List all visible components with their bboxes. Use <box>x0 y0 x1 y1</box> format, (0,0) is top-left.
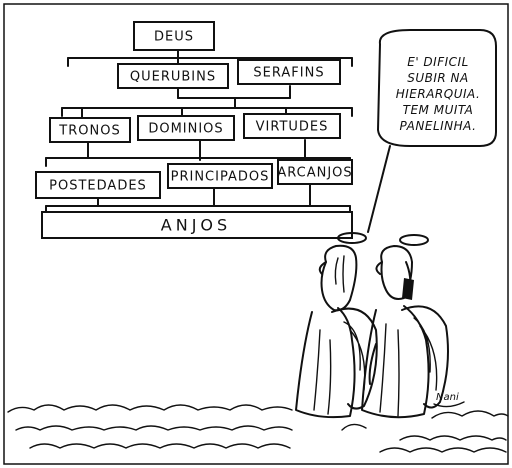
cloud-right <box>379 435 507 453</box>
box-principados <box>167 163 273 189</box>
cloud-floor <box>7 404 509 449</box>
box-serafins <box>237 59 341 85</box>
box-virtudes <box>243 113 341 139</box>
speech-line-2: SUBIR NA <box>407 71 469 85</box>
halo-right-icon <box>399 234 429 246</box>
angel-right <box>361 234 449 419</box>
halo-left-icon <box>337 232 367 244</box>
label-arcanjos: ARCANJOS <box>277 166 352 181</box>
label-anjos: ANJOS <box>161 216 231 235</box>
box-arcanjos <box>277 159 353 185</box>
label-virtudes: VIRTUDES <box>256 120 329 135</box>
signature-underline <box>433 401 465 408</box>
speech-line-5: PANELINHA. <box>400 119 477 133</box>
speech-line-1: E' DIFICIL <box>407 55 469 69</box>
label-querubins: QUERUBINS <box>130 70 216 85</box>
speech-bubble-tail <box>367 145 391 233</box>
speech-bubble <box>377 29 497 147</box>
ponytail-icon <box>402 278 414 300</box>
label-serafins: SERAFINS <box>253 66 324 81</box>
speech-text: E' DIFICIL SUBIR NA HIERARQUIA. TEM MUIT… <box>396 55 481 133</box>
label-deus: DEUS <box>154 30 194 45</box>
speech-line-4: TEM MUITA <box>403 103 474 117</box>
box-anjos <box>41 211 353 239</box>
label-principados: PRINCIPADOS <box>171 170 270 185</box>
box-tronos <box>49 117 131 143</box>
speech-line-3: HIERARQUIA. <box>396 87 481 101</box>
frame-border <box>3 3 509 465</box>
label-postedades: POSTEDADES <box>49 179 147 194</box>
box-dominios <box>137 115 235 141</box>
box-deus <box>133 21 215 51</box>
box-postedades <box>35 171 161 199</box>
angel-left <box>295 232 378 419</box>
signature: Nani <box>436 392 459 403</box>
label-dominios: DOMINIOS <box>148 122 223 137</box>
box-querubins <box>117 63 229 89</box>
label-tronos: TRONOS <box>58 124 120 139</box>
